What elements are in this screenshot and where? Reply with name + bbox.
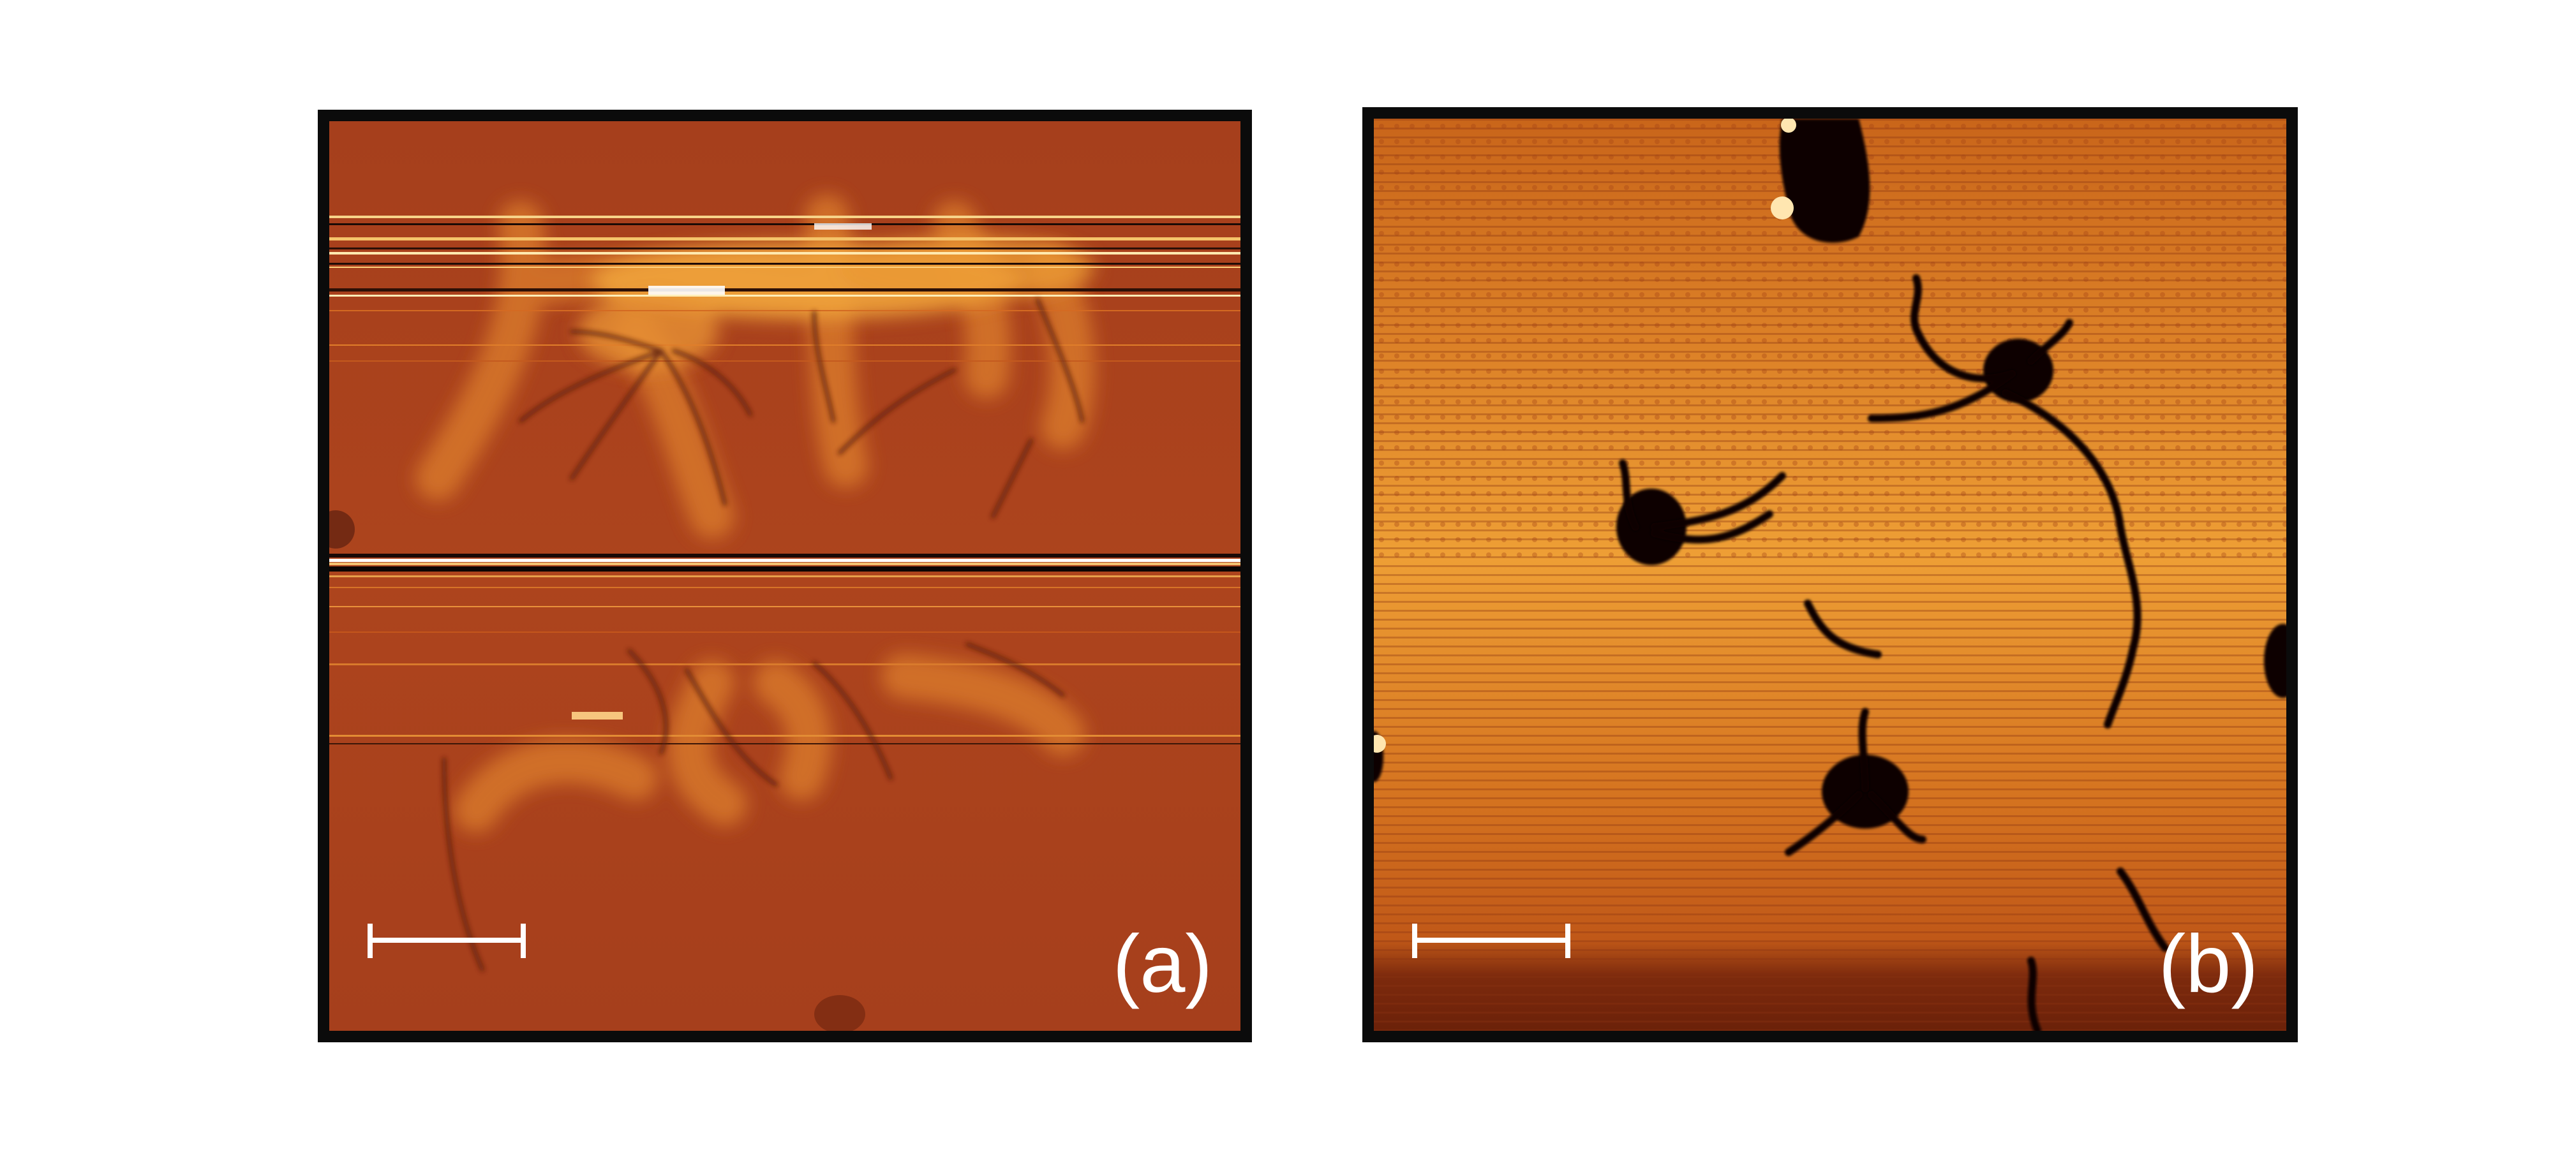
afm-image-a	[329, 121, 1240, 1031]
afm-image-panel-a: (a)	[318, 110, 1252, 1042]
scale-bar	[1412, 924, 1570, 958]
panel-label-b: (b)	[2158, 919, 2258, 1010]
afm-image-panel-b: (b)	[1362, 107, 2298, 1042]
scan-artifacts	[329, 216, 1240, 744]
afm-image-b	[1374, 119, 2286, 1031]
panel-label-a: (a)	[1112, 919, 1212, 1010]
scale-bar	[368, 924, 526, 958]
bright-spots	[1374, 119, 1796, 753]
